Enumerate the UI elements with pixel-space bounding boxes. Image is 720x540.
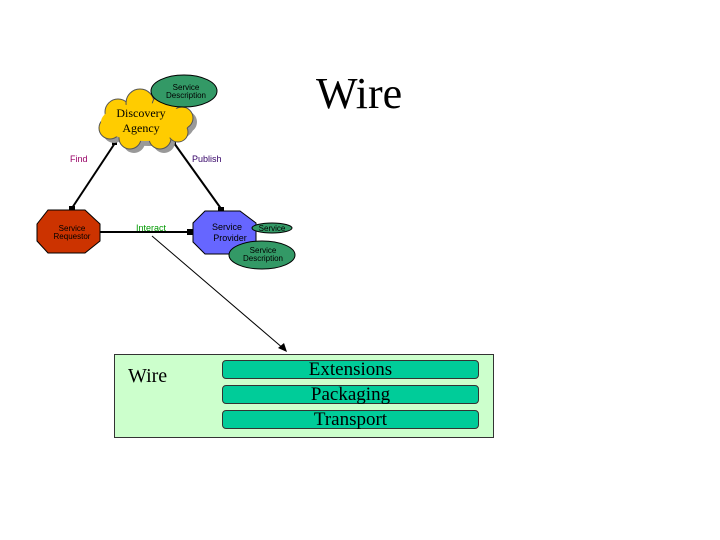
provider-service: Service (251, 222, 293, 234)
interact-label: Interact (136, 223, 167, 233)
discovery-agency-label-2: Agency (122, 121, 159, 135)
publish-label: Publish (192, 154, 222, 164)
find-endpoint (112, 141, 117, 145)
svg-text:Requestor: Requestor (54, 232, 91, 241)
svg-text:Description: Description (166, 91, 206, 100)
find-label: Find (70, 154, 88, 164)
wire-stack-box: Wire Extensions Packaging Transport (114, 354, 494, 438)
wire-pointer-arrowhead (278, 343, 287, 352)
slide-title: Wire (316, 69, 403, 118)
agency-service-description: Service Description (150, 74, 218, 108)
svg-text:Service: Service (259, 224, 286, 233)
publish-edge (173, 142, 223, 211)
svg-text:Description: Description (243, 254, 283, 263)
svg-text:Provider: Provider (213, 233, 247, 243)
interact-endpoint-right (187, 229, 193, 235)
find-arrowhead (69, 206, 75, 211)
publish-arrowhead (218, 207, 224, 212)
svg-text:Service: Service (212, 222, 242, 232)
find-edge (71, 142, 116, 209)
layer-packaging: Packaging (222, 385, 479, 404)
provider-service-description: Service Description (228, 240, 296, 270)
service-requestor: Service Requestor (36, 209, 101, 254)
layer-extensions: Extensions (222, 360, 479, 379)
svg-text:Service: Service (250, 246, 277, 255)
discovery-agency-label-1: Discovery (116, 106, 165, 120)
svg-text:Service: Service (173, 83, 200, 92)
wire-stack-label: Wire (128, 365, 168, 387)
svg-text:Service: Service (59, 224, 86, 233)
wire-pointer-line (151, 235, 285, 350)
layer-transport: Transport (222, 410, 479, 429)
